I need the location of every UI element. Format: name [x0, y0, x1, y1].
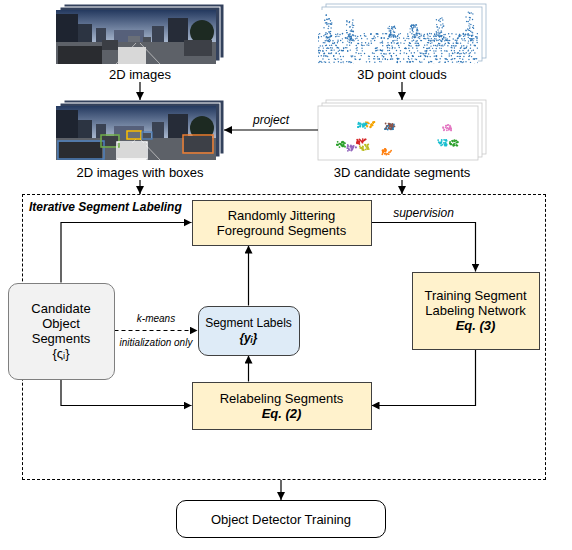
process-box: Relabeling SegmentsEq. (2) — [192, 382, 372, 430]
image-caption: 3D candidate segments — [334, 165, 471, 180]
node-label: Training Segment Labeling Network — [419, 288, 533, 318]
edge-label: k-means initialization only — [115, 307, 197, 355]
flow-arrow — [224, 129, 318, 130]
flow-arrow — [248, 356, 249, 382]
candidate-segments — [318, 106, 478, 160]
flow-arrow — [401, 180, 402, 194]
segment-stack: 3D candidate segments — [318, 100, 486, 180]
detection-box — [117, 142, 147, 159]
process-box: Randomly Jittering Foreground Segments — [192, 200, 372, 246]
flow-arrow — [61, 223, 192, 283]
image-caption: 2D images — [109, 67, 171, 82]
node-label: Randomly Jittering Foreground Segments — [209, 208, 355, 238]
node-label: Segment Labels — [205, 316, 292, 331]
street-photo — [56, 10, 216, 64]
flow-arrow — [280, 480, 281, 500]
dashed-group: Iterative Segment LabelingRandomly Jitte… — [22, 194, 546, 480]
edge-label: project — [253, 113, 289, 127]
flow-arrow — [372, 223, 476, 272]
image-caption: 2D images with boxes — [76, 165, 203, 180]
output-box: Object Detector Training — [176, 500, 386, 538]
flow-arrow — [401, 82, 402, 100]
image-stack: 2D images with boxes — [56, 100, 224, 180]
point-cloud-stack — [317, 4, 486, 69]
data-box: Candidate Object Segments{ςᵢ} — [8, 283, 115, 380]
flow-arrow — [139, 180, 140, 194]
image-caption: 3D point clouds — [357, 67, 447, 82]
segment-stack — [318, 100, 486, 160]
group-title: Iterative Segment Labeling — [29, 200, 182, 214]
node-label: Object Detector Training — [211, 512, 351, 527]
detection-box — [127, 131, 141, 139]
boxed-photo-stack — [56, 100, 224, 160]
flow-arrow — [372, 350, 476, 406]
process-box: Training Segment Labeling NetworkEq. (3) — [412, 272, 540, 350]
node-sublabel: Eq. (3) — [456, 318, 496, 333]
node-label: Relabeling Segments — [220, 391, 344, 406]
detection-box — [183, 135, 213, 153]
flow-arrow — [61, 380, 192, 406]
photo-stack — [56, 4, 224, 64]
flow-arrow — [248, 246, 249, 306]
node-label: Candidate Object Segments — [15, 301, 108, 346]
node-sublabel: Eq. (2) — [262, 406, 302, 421]
detection-box — [58, 141, 104, 159]
flow-arrow — [139, 82, 140, 100]
segment-frame — [318, 106, 478, 160]
flow-arrow — [115, 330, 198, 331]
edge-label: supervision — [393, 206, 454, 220]
street-photo — [56, 106, 216, 160]
point-cloud-stack: 3D point clouds — [318, 4, 486, 82]
label-box: Segment Labels{yᵢ} — [198, 306, 300, 356]
node-sublabel: {yᵢ} — [239, 331, 257, 346]
point-cloud — [317, 10, 478, 69]
image-stack: 2D images — [56, 4, 224, 82]
detection-box — [142, 132, 152, 139]
node-sublabel: {ςᵢ} — [53, 346, 70, 361]
